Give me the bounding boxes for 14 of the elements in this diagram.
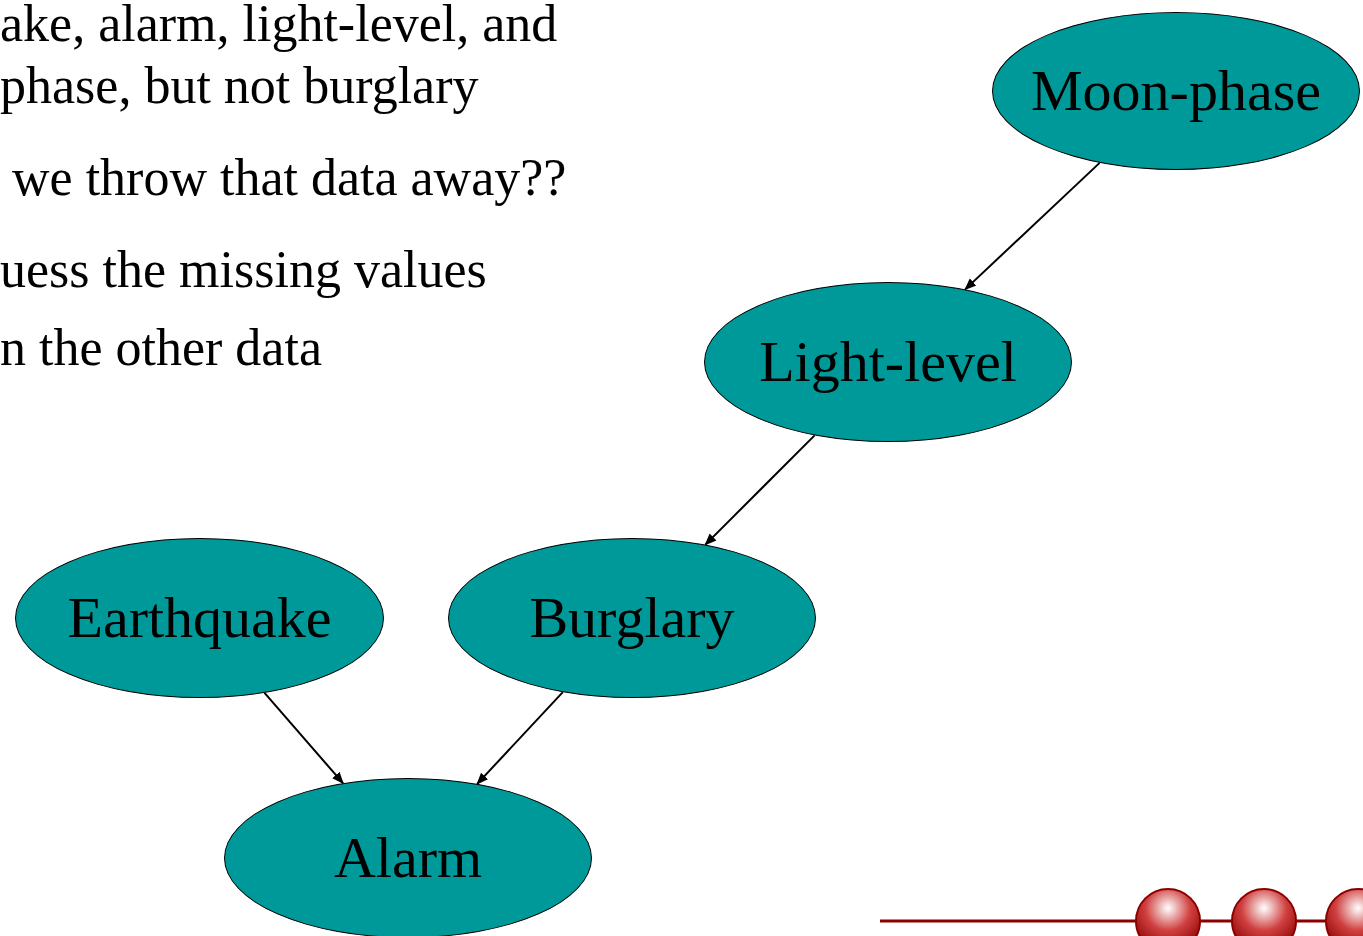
- node-label: Earthquake: [67, 589, 332, 647]
- text-line: uess the missing values: [0, 240, 487, 300]
- arrow: [704, 434, 816, 546]
- arrow: [476, 691, 564, 785]
- node-label: Moon-phase: [1031, 62, 1321, 120]
- arrow: [964, 161, 1101, 291]
- text-line: n the other data: [0, 318, 322, 378]
- node-label: Burglary: [529, 589, 735, 647]
- arrow: [263, 691, 344, 785]
- node-label: Light-level: [759, 333, 1017, 391]
- text-line: we throw that data away??: [12, 148, 567, 208]
- text-line: phase, but not burglary: [0, 56, 479, 116]
- node-label: Alarm: [333, 829, 483, 887]
- text-line: ake, alarm, light-level, and: [0, 0, 558, 54]
